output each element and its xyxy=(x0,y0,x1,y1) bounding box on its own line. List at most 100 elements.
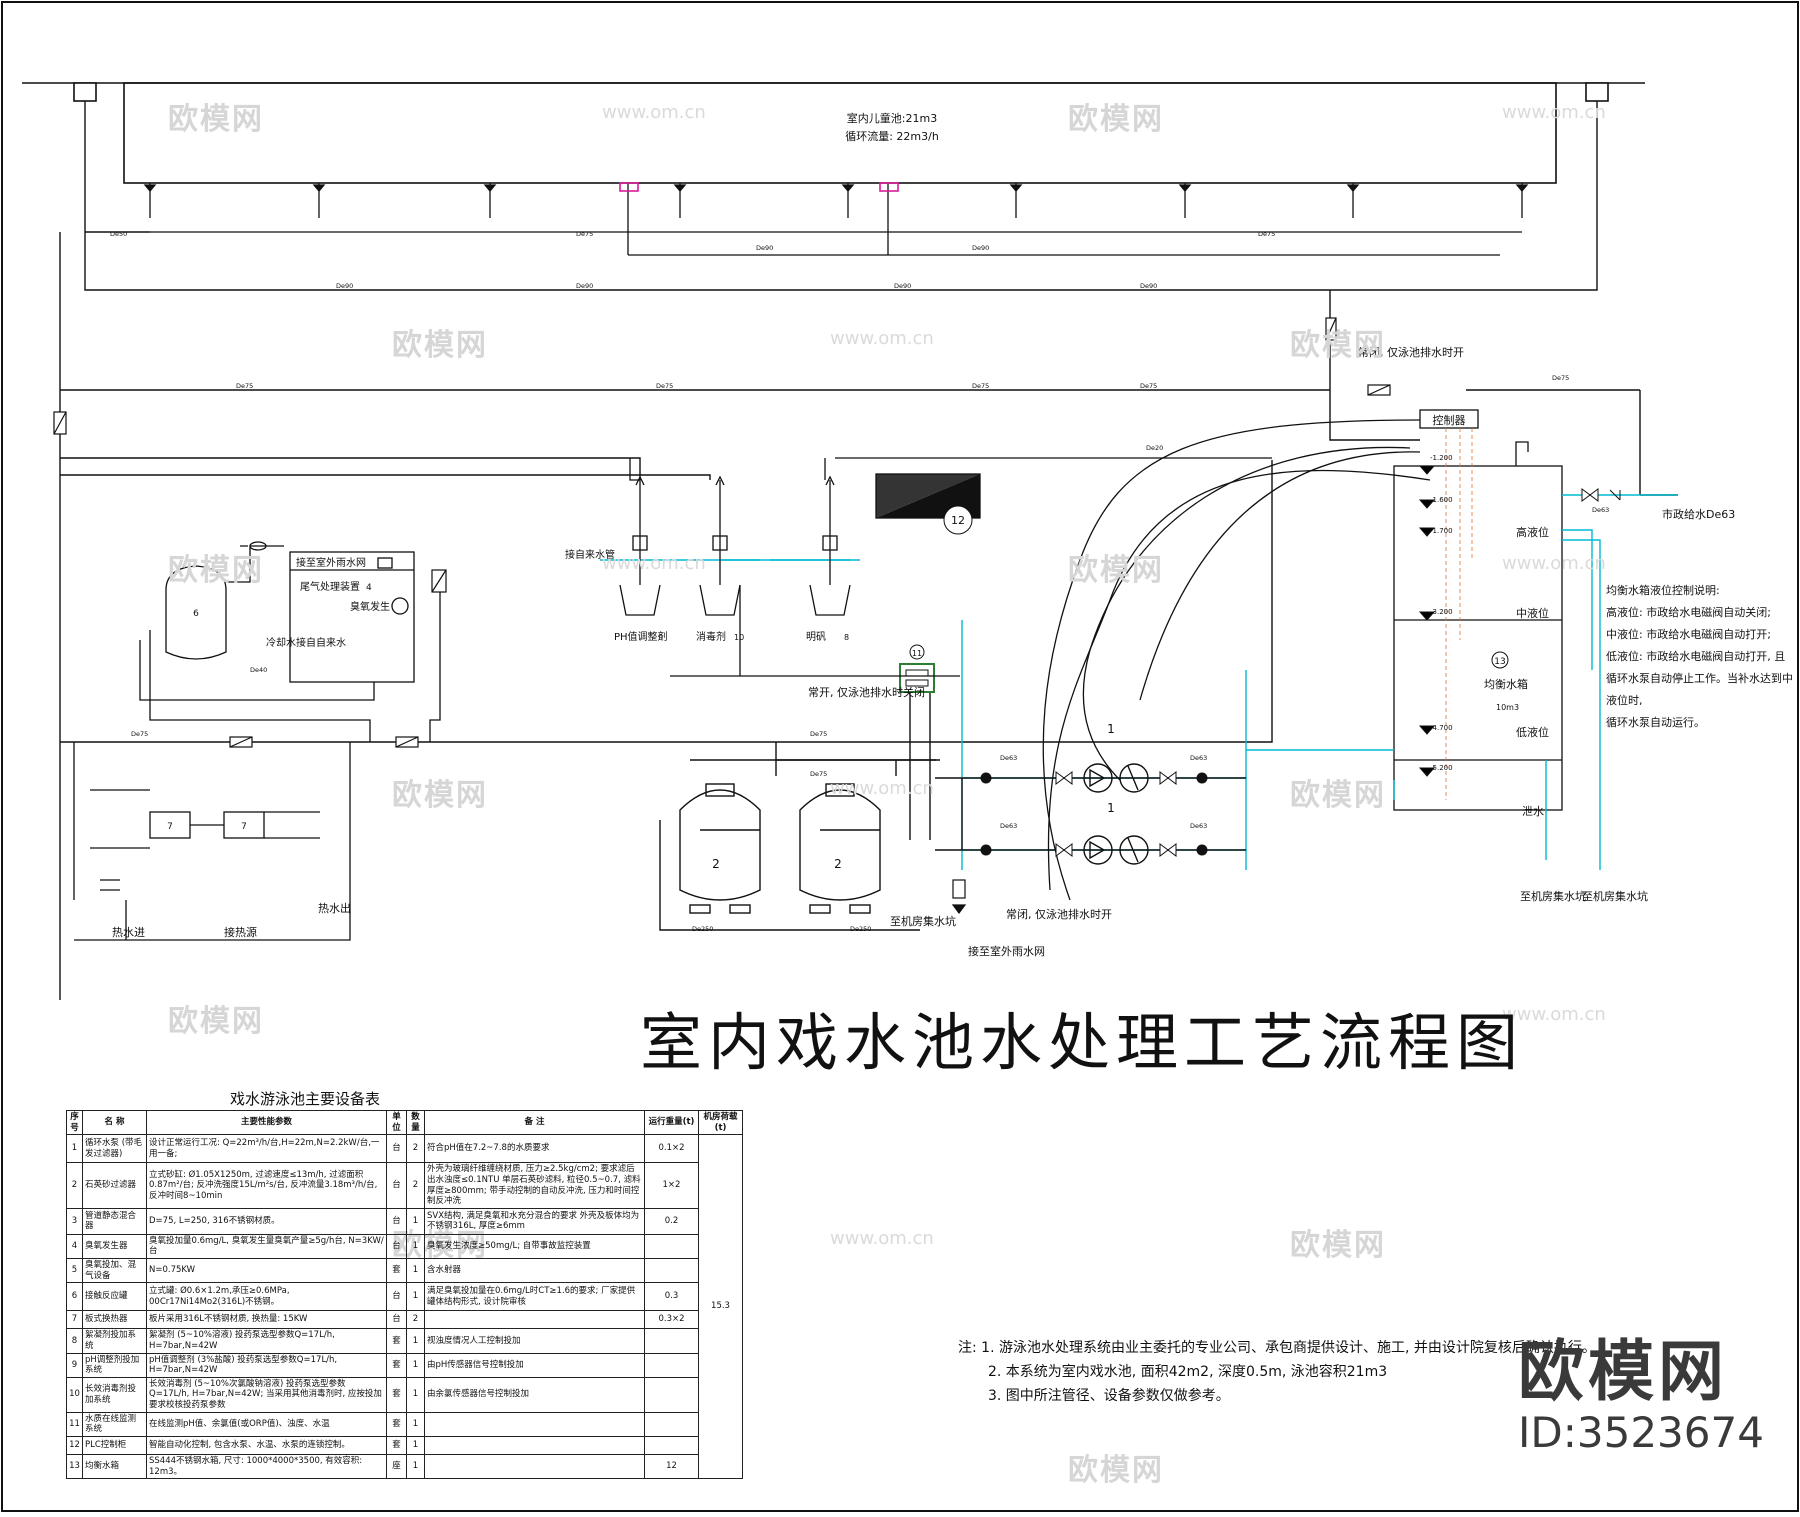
main-valves xyxy=(53,317,1391,748)
table-cell: 0.3×2 xyxy=(644,1310,699,1330)
table-cell: SS444不锈钢水箱, 尺寸: 1000*4000*3500, 有效容积: 12… xyxy=(146,1453,387,1480)
table-cell: 台 xyxy=(386,1134,407,1164)
table-cell: 6 xyxy=(66,1282,83,1312)
watermark-brand: 欧模网 xyxy=(1068,1453,1164,1488)
low-level-label: 低液位 xyxy=(1516,725,1549,739)
table-cell: 12 xyxy=(66,1435,83,1455)
table-cell: pH值调整剂 (3%盐酸) 投药泵选型参数Q=17L/h, H=7bar,N=4… xyxy=(146,1352,387,1378)
control-cables xyxy=(1042,419,1431,901)
table-header: 序号 xyxy=(66,1109,83,1136)
watermark-brand: 欧模网 xyxy=(168,102,264,137)
num-filter-1: 2 xyxy=(712,857,720,871)
table-cell: SVX结构, 满足臭氧和水充分混合的要求 外壳及板体均为不锈钢316L, 厚度≥… xyxy=(424,1207,645,1235)
table-cell: 满足臭氧投加量在0.6mg/L时CT≥1.6的要求; 厂家提供罐体结构形式, 设… xyxy=(424,1282,645,1312)
table-cell: 长效消毒剂 (5~10%次氯酸钠溶液) 投药泵选型参数Q=17L/h, H=7b… xyxy=(146,1376,387,1413)
disinfect-label: 消毒剂 xyxy=(696,630,726,643)
svg-text:-1.600: -1.600 xyxy=(1430,496,1453,504)
svg-text:-5.200: -5.200 xyxy=(1430,764,1453,772)
table-cell: D=75, L=250, 316不锈钢材质。 xyxy=(146,1207,387,1235)
watermark-brand: 欧模网 xyxy=(1290,1228,1386,1263)
table-cell: 臭氧投加量0.6mg/L, 臭氧发生量臭氧产量≥5g/h台, N=3KW/台 xyxy=(146,1233,387,1260)
svg-text:De63: De63 xyxy=(1000,754,1017,762)
watermark-brand: 欧模网 xyxy=(1068,553,1164,588)
table-cell: 2 xyxy=(66,1162,83,1209)
table-cell xyxy=(424,1435,645,1455)
svg-text:De75: De75 xyxy=(131,730,148,738)
table-cell: 13 xyxy=(66,1453,83,1480)
num-pump-1b: 1 xyxy=(1107,801,1115,815)
svg-text:De90: De90 xyxy=(336,282,353,290)
table-cell: 1 xyxy=(406,1207,425,1235)
pump-drain-note: 常闭, 仅泳池排水时开 xyxy=(1006,907,1112,921)
control-note-line: 高液位: 市政给水电磁阀自动关闭; xyxy=(1606,606,1771,619)
table-cell: 套 xyxy=(386,1435,407,1455)
table-cell: N=0.75KW xyxy=(146,1257,387,1284)
magenta-drain-1 xyxy=(619,182,639,192)
rain-net-label: 接至室外雨水网 xyxy=(296,556,366,569)
table-cell: 设计正常运行工况: Q=22m³/h/台,H=22m,N=2.2kW/台,一用一… xyxy=(146,1134,387,1164)
table-cell: 0.2 xyxy=(644,1207,699,1235)
table-cell: 2 xyxy=(406,1162,425,1209)
level-lines xyxy=(1445,428,1473,800)
table-cell: 均衡水箱 xyxy=(82,1453,147,1480)
table-cell: 7 xyxy=(66,1310,83,1330)
drain-label: 泄水 xyxy=(1522,805,1544,818)
table-cell: 管道静态混合器 xyxy=(82,1207,147,1235)
to-pit-c: 至机房集水坑 xyxy=(890,914,956,928)
table-cell: 1 xyxy=(406,1257,425,1284)
table-cell xyxy=(644,1352,699,1378)
table-cell: 1 xyxy=(406,1435,425,1455)
table-cell: 1 xyxy=(406,1352,425,1378)
rain-drain xyxy=(951,879,967,914)
table-cell: 智能自动化控制, 包含水泵、水温、水泵的连锁控制。 xyxy=(146,1435,387,1455)
table-cell: 台 xyxy=(386,1207,407,1235)
rain-net-label-2: 接至室外雨水网 xyxy=(968,944,1045,958)
num-reactor: 6 xyxy=(193,609,199,619)
tank-level-texts: -1.200 -1.600 -1.700 -3.200 -4.700 -5.20… xyxy=(1430,454,1453,772)
balance-tank-label: 均衡水箱 xyxy=(1484,677,1528,691)
table-cell: 在线监测pH值、余氯值(或ORP值)、浊度、水温 xyxy=(146,1411,387,1437)
alum-label: 明矾 xyxy=(806,631,826,643)
table-cell: 3 xyxy=(66,1207,83,1235)
table-cell: 臭氧投加、混气设备 xyxy=(82,1257,147,1284)
svg-text:-4.700: -4.700 xyxy=(1430,724,1453,732)
table-cell: 套 xyxy=(386,1328,407,1354)
svg-text:De75: De75 xyxy=(1258,230,1275,238)
ph-adjust-label: PH值调整剂 xyxy=(614,630,668,643)
tank-volume: 10m3 xyxy=(1496,703,1519,712)
svg-text:-1.200: -1.200 xyxy=(1430,454,1453,462)
num-ph: 9 xyxy=(658,633,663,642)
table-cell: 臭氧发生浓度≥50mg/L; 自带事故监控装置 xyxy=(424,1233,645,1260)
table-cell: 接触反应罐 xyxy=(82,1282,147,1312)
dosing-tanks xyxy=(619,475,851,616)
table-cell: 立式罐: Ø0.6×1.2m,承压≥0.6MPa, 00Cr17Ni14Mo2(… xyxy=(146,1282,387,1312)
table-cell: 1 xyxy=(406,1376,425,1413)
svg-text:De75: De75 xyxy=(576,230,593,238)
watermark-brand: 欧模网 xyxy=(1068,102,1164,137)
table-cell: 台 xyxy=(386,1233,407,1260)
table-cell: 12 xyxy=(644,1453,699,1480)
watermark-brand: 欧模网 xyxy=(168,553,264,588)
table-cell xyxy=(424,1310,645,1330)
table-cell: 1 xyxy=(406,1328,425,1354)
watermark-brand: 欧模网 xyxy=(1290,328,1386,363)
svg-text:De50: De50 xyxy=(110,230,127,238)
table-title: 戏水游泳池主要设备表 xyxy=(230,1090,381,1108)
svg-text:De250: De250 xyxy=(692,925,713,933)
table-header: 机房荷载(t) xyxy=(698,1109,743,1136)
table-cell: 板式换热器 xyxy=(82,1310,147,1330)
num-pump-1: 1 xyxy=(1107,722,1115,736)
svg-text:De40: De40 xyxy=(250,666,267,674)
balance-tank xyxy=(1393,409,1563,811)
table-cell: 套 xyxy=(386,1376,407,1413)
dosing-lines xyxy=(629,457,1272,677)
table-cell xyxy=(644,1257,699,1284)
ozone-system xyxy=(139,541,441,742)
table-header: 数量 xyxy=(406,1109,425,1136)
cold-water-label: 冷却水接自自来水 xyxy=(266,636,346,649)
mid-level-label: 中液位 xyxy=(1516,606,1549,620)
tail-gas-label: 尾气处理装置 xyxy=(300,580,360,593)
